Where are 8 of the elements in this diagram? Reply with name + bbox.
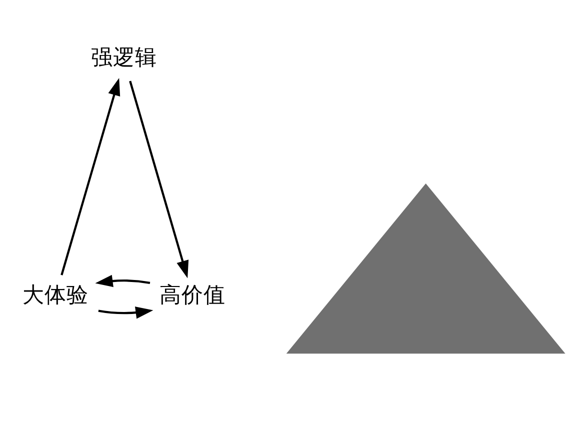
arrow [129,80,189,278]
node-text: 高价值 [160,283,226,308]
arrow [60,78,120,276]
node-text: 大体验 [22,283,89,308]
node-text: 强逻辑 [91,46,158,71]
arrow [95,274,150,288]
node-triangle [286,184,566,354]
arrow [98,306,154,319]
